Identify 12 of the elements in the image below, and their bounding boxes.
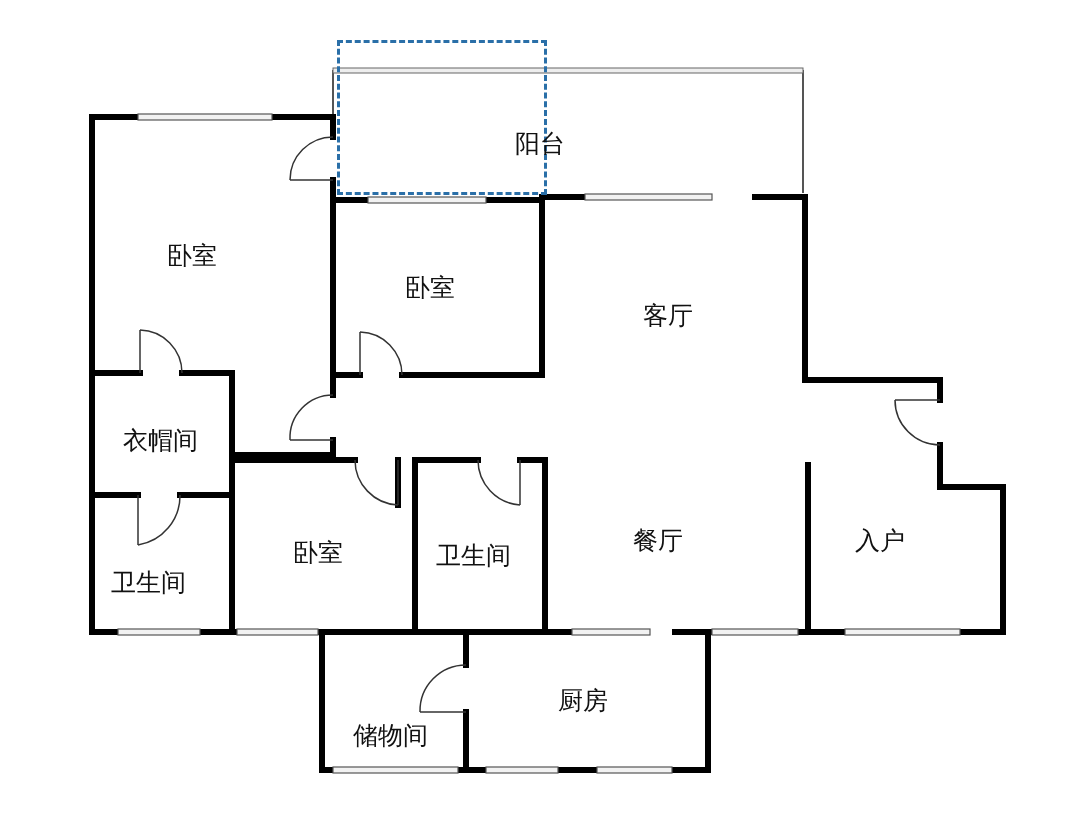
room-label: 客厅: [643, 299, 693, 332]
room-label: 卫生间: [110, 566, 186, 599]
room-label: 卧室: [405, 271, 455, 304]
room-label: 阳台: [515, 127, 565, 160]
room-label: 卧室: [167, 239, 217, 272]
room-label: 储物间: [352, 719, 428, 752]
room-label: 入户: [855, 524, 905, 557]
room-label: 衣帽间: [122, 424, 198, 457]
room-label: 厨房: [558, 684, 608, 717]
room-label: 卫生间: [435, 539, 511, 572]
room-label: 卧室: [293, 536, 343, 569]
room-label: 餐厅: [633, 524, 683, 557]
